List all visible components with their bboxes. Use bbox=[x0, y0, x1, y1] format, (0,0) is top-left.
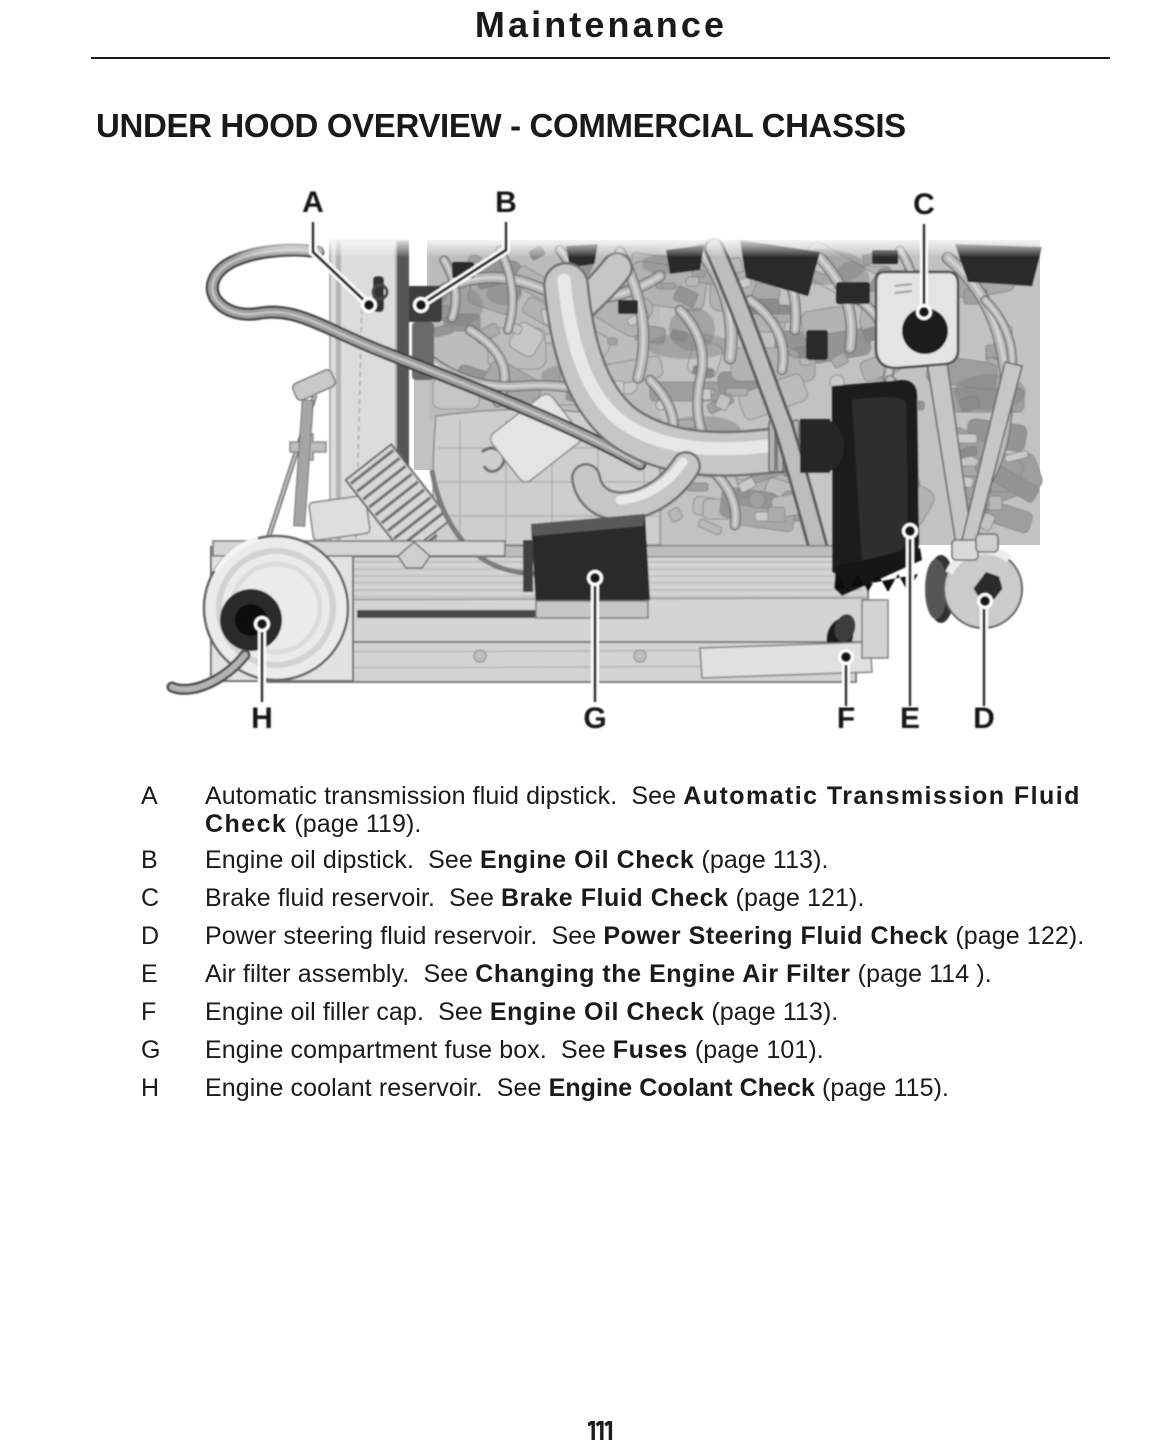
svg-text:B: B bbox=[495, 186, 517, 219]
svg-text:F: F bbox=[837, 702, 855, 735]
svg-text:C: C bbox=[913, 188, 935, 221]
svg-text:A: A bbox=[302, 186, 324, 219]
svg-text:G: G bbox=[583, 702, 606, 735]
svg-text:D: D bbox=[973, 702, 995, 735]
svg-text:E: E bbox=[900, 702, 920, 735]
svg-text:H: H bbox=[251, 702, 273, 735]
